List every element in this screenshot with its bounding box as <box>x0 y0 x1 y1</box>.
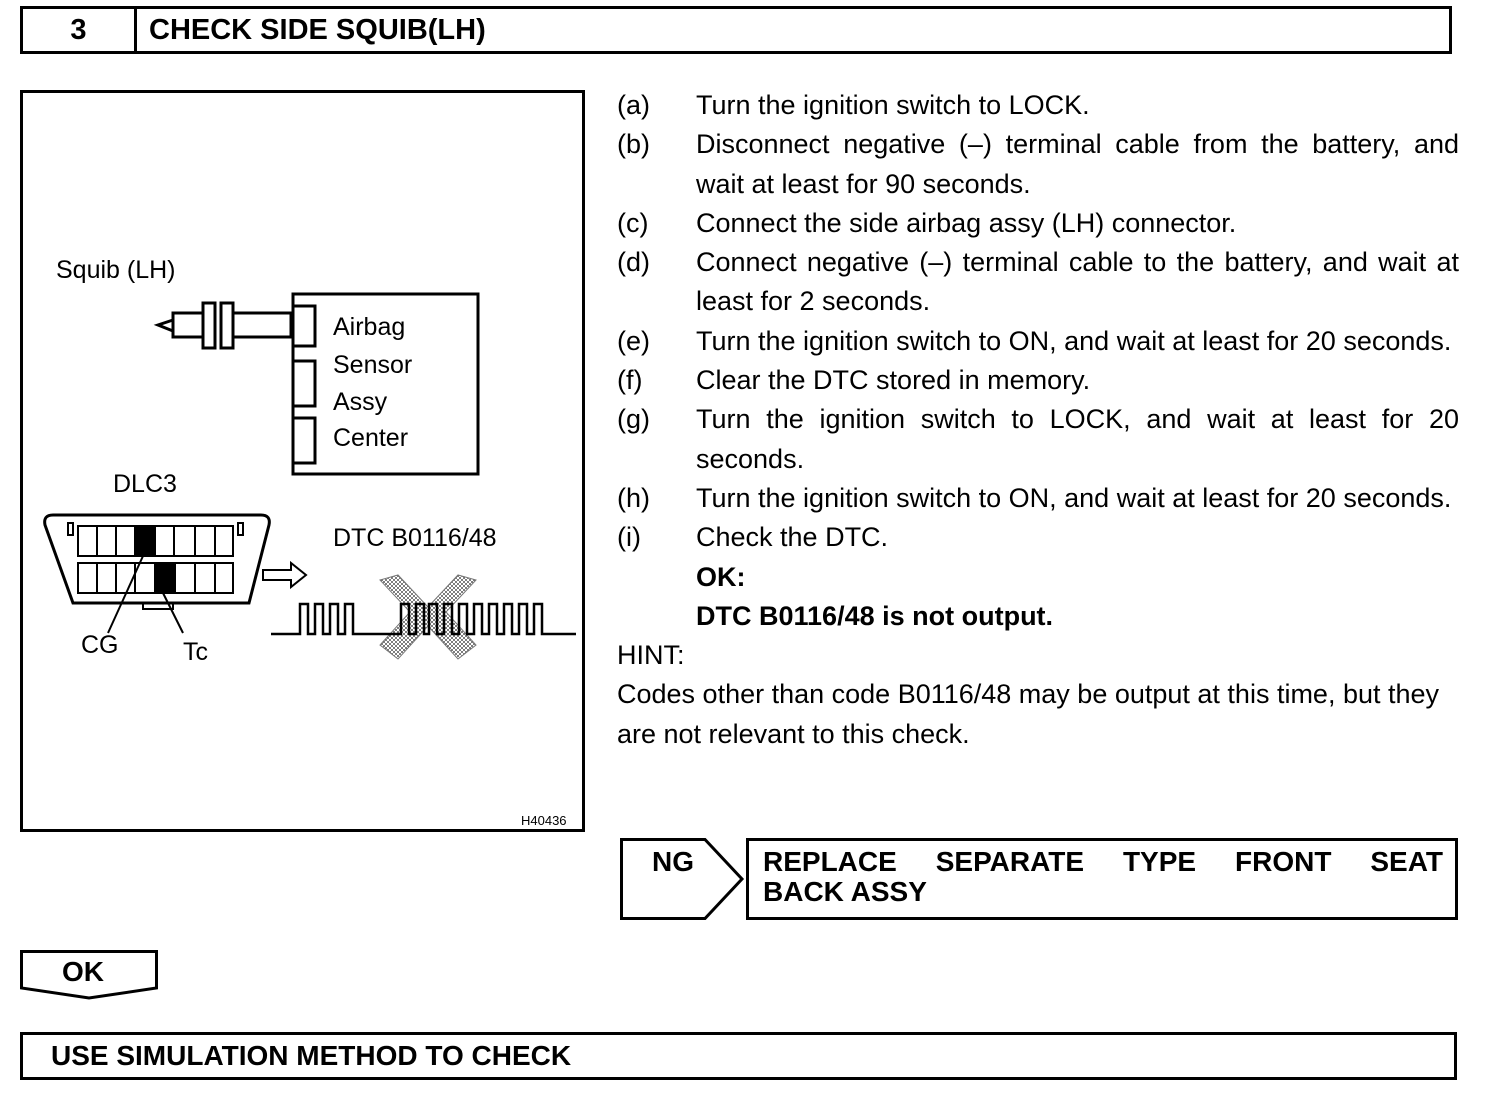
ng-action-word: FRONT <box>1235 846 1332 877</box>
dtc-label: DTC B0116/48 <box>333 524 497 552</box>
arrow-right-icon <box>262 560 308 590</box>
next-step-text: USE SIMULATION METHOD TO CHECK <box>51 1040 572 1071</box>
step-text: Clear the DTC stored in memory. <box>696 365 1091 396</box>
step-label: (i) <box>617 522 641 553</box>
ng-action-word: SEAT <box>1370 846 1443 877</box>
step-label: (d) <box>617 247 650 278</box>
ok-tab-shape <box>20 950 158 1000</box>
step-text: Disconnect negative (–) terminal cable f… <box>696 129 1459 199</box>
tc-label: Tc <box>183 638 208 666</box>
step-text: Turn the ignition switch to ON, and wait… <box>696 482 1452 513</box>
wiring-illustration: Squib (LH) Airbag Sensor Assy Center DLC… <box>20 90 585 832</box>
squib-connector-icon <box>153 301 293 350</box>
ng-action-word: REPLACE <box>763 846 897 877</box>
step-f: (f) Clear the DTC stored in memory. <box>617 361 1459 400</box>
ng-branch-tab[interactable]: NG <box>620 838 746 920</box>
ng-arrow-shape <box>620 838 745 920</box>
step-d: (d) Connect negative (–) terminal cable t… <box>617 243 1459 322</box>
step-label: (c) <box>617 207 649 238</box>
step-label: (e) <box>617 325 650 356</box>
step-i: (i) Check the DTC. <box>617 518 1459 557</box>
ecu-label-line4: Center <box>333 424 408 452</box>
step-text: Turn the ignition switch to LOCK, and wa… <box>696 404 1459 474</box>
hint-label: HINT: <box>617 640 685 671</box>
dlc-label: DLC3 <box>113 470 177 498</box>
step-label: (f) <box>617 365 643 396</box>
step-label: (b) <box>617 129 650 160</box>
next-step-box: USE SIMULATION METHOD TO CHECK <box>20 1032 1457 1080</box>
hint-text: Codes other than code B0116/48 may be ou… <box>617 679 1440 749</box>
illustration-svg: Squib (LH) Airbag Sensor Assy Center DLC… <box>43 256 576 828</box>
dlc3-connector-icon <box>43 513 271 634</box>
ok-result-heading: OK: <box>696 561 746 592</box>
step-title: CHECK SIDE SQUIB(LH) <box>149 13 486 46</box>
step-h: (h) Turn the ignition switch to ON, and w… <box>617 479 1459 518</box>
step-number: 3 <box>23 9 137 51</box>
ng-action-line1: REPLACE SEPARATE TYPE FRONT SEAT <box>763 847 1443 877</box>
ok-branch-tab[interactable]: OK <box>20 950 158 1000</box>
dtc-waveform <box>271 602 576 636</box>
figure-code: H40436 <box>521 813 567 828</box>
step-g: (g) Turn the ignition switch to LOCK, and… <box>617 400 1459 479</box>
step-text: Connect negative (–) terminal cable to t… <box>696 247 1459 317</box>
step-label: (a) <box>617 90 650 120</box>
ng-action-word: TYPE <box>1122 846 1197 877</box>
ng-label: NG <box>652 846 694 877</box>
ecu-label-line3: Assy <box>333 388 388 416</box>
ng-action-word: SEPARATE <box>935 846 1085 877</box>
ng-action-box: REPLACE SEPARATE TYPE FRONT SEAT BACK AS… <box>746 838 1458 920</box>
procedure-steps: (a) Turn the ignition switch to LOCK. (b)… <box>617 86 1459 754</box>
step-label: (h) <box>617 482 650 513</box>
ok-result-text: DTC B0116/48 is not output. <box>696 600 1054 631</box>
step-header: 3 CHECK SIDE SQUIB(LH) <box>20 6 1452 54</box>
step-text: Turn the ignition switch to ON, and wait… <box>696 325 1452 356</box>
ng-action-line2: BACK ASSY <box>763 876 927 907</box>
step-a: (a) Turn the ignition switch to LOCK. <box>617 86 1459 125</box>
airbag-sensor-ecu: Airbag Sensor Assy Center <box>291 292 480 476</box>
cg-label: CG <box>81 631 119 659</box>
step-label: (g) <box>617 404 650 435</box>
ok-tab-label: OK <box>62 956 104 987</box>
squib-label: Squib (LH) <box>56 256 176 284</box>
step-b: (b) Disconnect negative (–) terminal cabl… <box>617 125 1459 204</box>
step-text: Connect the side airbag assy (LH) connec… <box>696 207 1237 238</box>
step-text: Turn the ignition switch to LOCK. <box>696 90 1090 120</box>
step-e: (e) Turn the ignition switch to ON, and w… <box>617 322 1459 361</box>
ecu-label-line1: Airbag <box>333 313 405 341</box>
step-c: (c) Connect the side airbag assy (LH) con… <box>617 204 1459 243</box>
ecu-label-line2: Sensor <box>333 351 412 379</box>
step-text: Check the DTC. <box>696 522 889 553</box>
